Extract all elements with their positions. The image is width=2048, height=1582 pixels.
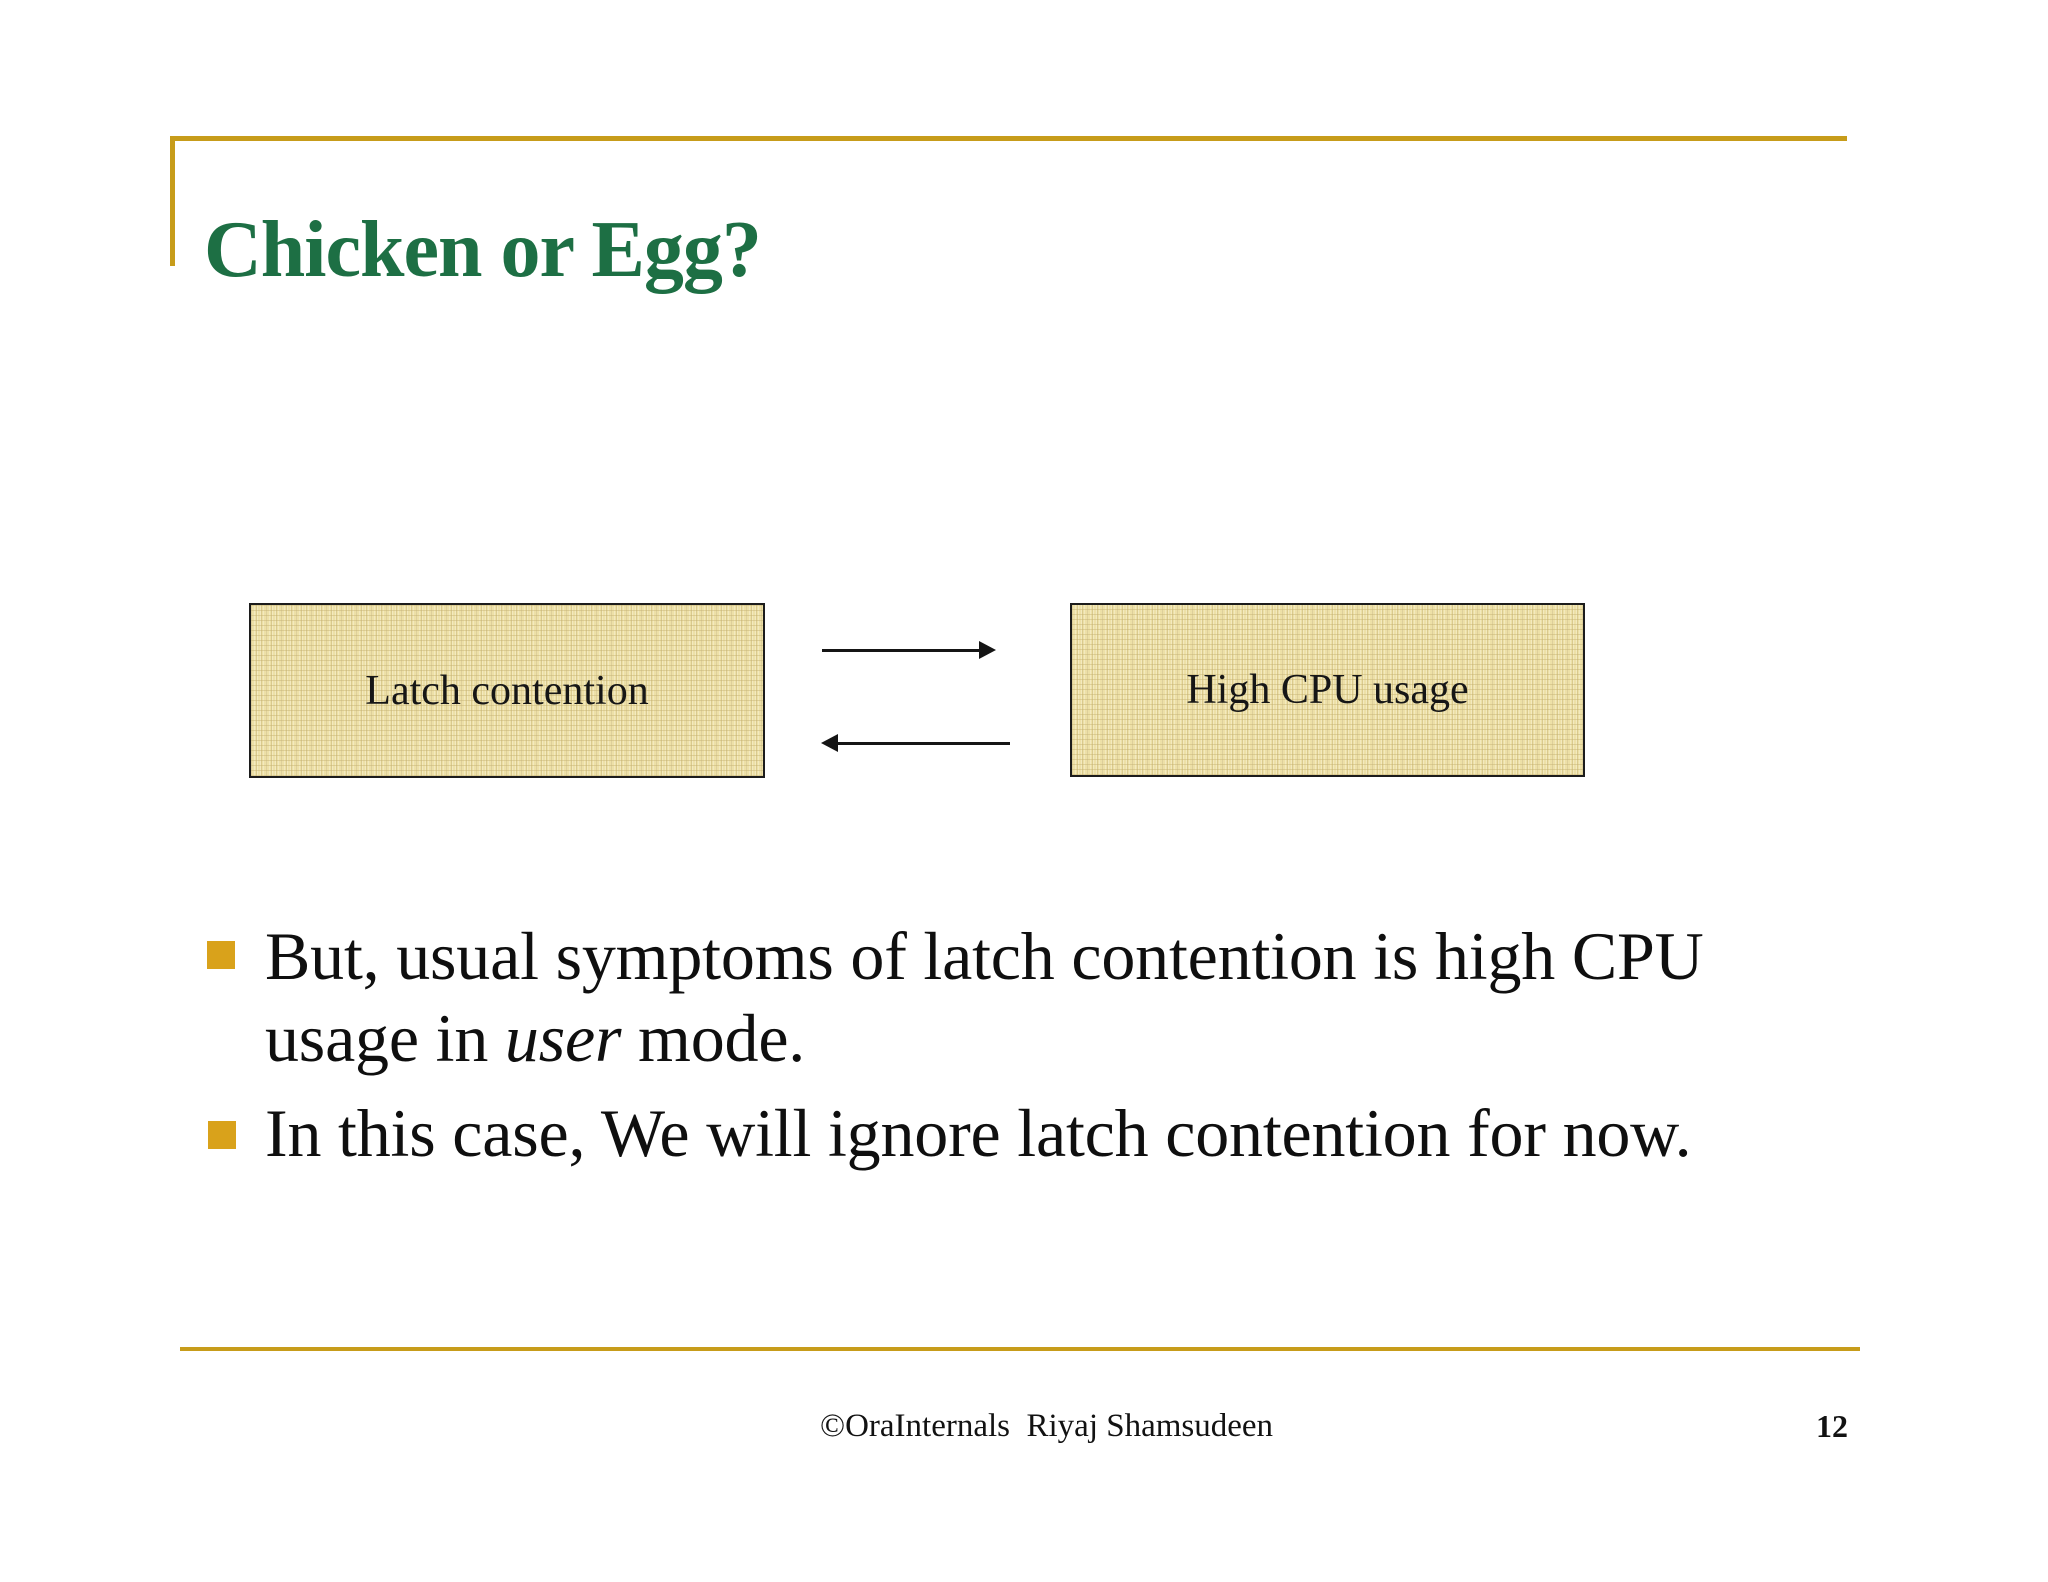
arrow-left-line [838, 742, 1010, 745]
footer-divider-line [180, 1347, 1860, 1351]
bullet-item-2-text: In this case, We will ignore latch conte… [265, 1095, 1692, 1171]
bullet-item-1: But, usual symptoms of latch contention … [265, 916, 1785, 1079]
bullet-item-2: In this case, We will ignore latch conte… [265, 1093, 1785, 1175]
arrow-left-icon [821, 734, 838, 752]
high-cpu-usage-box: High CPU usage [1070, 603, 1585, 777]
bullet-square-icon [207, 941, 235, 969]
arrow-right-icon [979, 641, 996, 659]
bullet-item-1-text: But, usual symptoms of latch contention … [265, 918, 1704, 1076]
latch-contention-box: Latch contention [249, 603, 765, 778]
latch-contention-box-label: Latch contention [365, 667, 649, 714]
title-accent-line-left [170, 136, 175, 266]
high-cpu-usage-box-label: High CPU usage [1186, 667, 1469, 713]
bullet-square-icon [208, 1121, 236, 1149]
title-accent-line-top [170, 136, 1847, 141]
page-title: Chicken or Egg? [204, 205, 762, 294]
footer-credit: ©OraInternals Riyaj Shamsudeen [820, 1408, 1274, 1444]
page-number: 12 [1816, 1408, 1848, 1444]
arrow-right-line [822, 649, 980, 652]
bullet-item-1-text-end: mode. [621, 999, 806, 1076]
bullet-item-1-italic-text: user [504, 999, 622, 1076]
